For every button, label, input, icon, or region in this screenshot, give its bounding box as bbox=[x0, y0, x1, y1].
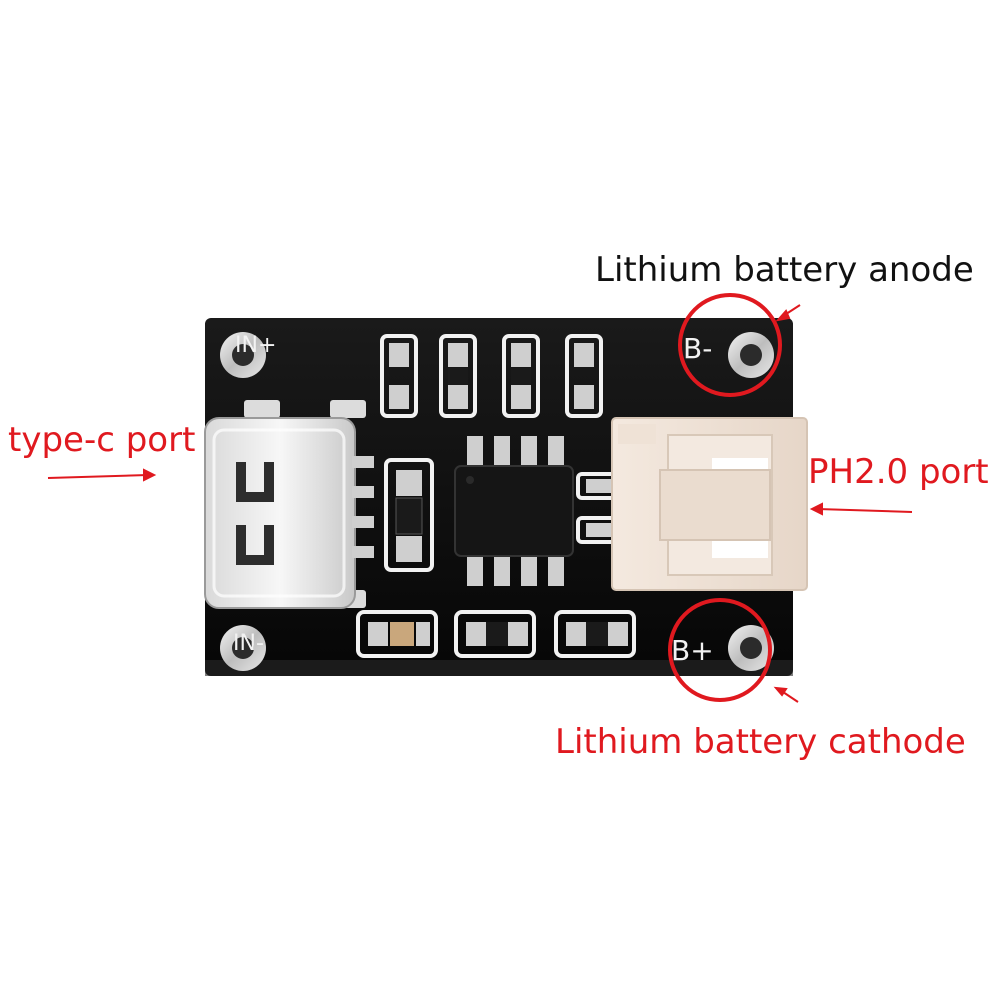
silkscreen-in-plus: IN+ bbox=[235, 333, 276, 358]
ph20-label: PH2.0 port bbox=[808, 452, 989, 492]
mounting-hole-in-minus bbox=[220, 625, 266, 671]
typec-label: type-c port bbox=[8, 420, 196, 460]
mounting-hole-in-plus bbox=[220, 332, 266, 378]
highlight-circle-icon bbox=[668, 598, 772, 702]
arrow-icon bbox=[773, 686, 799, 703]
arrow-icon bbox=[47, 468, 157, 482]
ph20-connector bbox=[611, 417, 808, 591]
left-resistor bbox=[384, 458, 434, 572]
arrow-icon bbox=[775, 304, 801, 322]
mounting-hole-b-plus bbox=[728, 625, 774, 671]
anode-label: Lithium battery anode bbox=[595, 250, 974, 290]
top-resistor-pads bbox=[389, 343, 594, 409]
bottom-components bbox=[356, 610, 636, 658]
charger-ic-chip bbox=[454, 436, 574, 586]
usb-c-connector bbox=[204, 400, 374, 609]
top-resistors bbox=[380, 334, 603, 418]
silkscreen-b-plus: B+ bbox=[671, 634, 714, 667]
highlight-circle-icon bbox=[678, 293, 782, 397]
silkscreen-in-minus: IN- bbox=[233, 631, 264, 656]
mounting-hole-b-minus bbox=[728, 332, 774, 378]
cathode-label: Lithium battery cathode bbox=[555, 722, 966, 762]
silkscreen-b-minus: B- bbox=[683, 332, 712, 365]
arrow-icon bbox=[809, 502, 913, 516]
